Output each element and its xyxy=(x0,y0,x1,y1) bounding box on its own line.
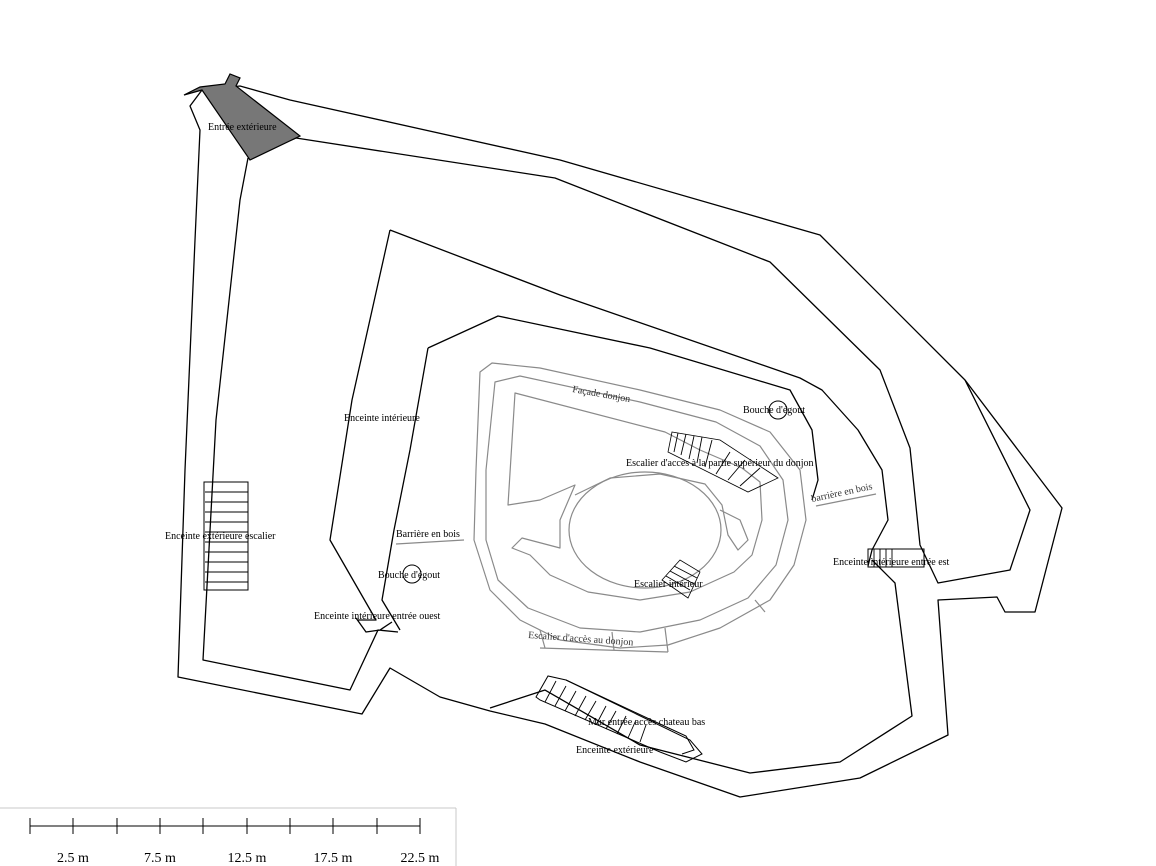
label-enceinte-exterieure: Enceinte extérieure xyxy=(576,745,654,756)
inner-enceinte-wall-west xyxy=(329,229,391,621)
inner-enceinte-inner-line xyxy=(427,315,819,501)
inner-enceinte-inner-line-west xyxy=(381,347,429,631)
outer-enceinte-inner-wall-south xyxy=(489,559,913,774)
keep-step-3 xyxy=(664,627,669,653)
outer-enceinte-outer-wall xyxy=(177,85,1063,798)
keep-facade-inner xyxy=(485,375,789,633)
keep-central-ellipse xyxy=(568,471,722,589)
label-enceinte-interieure-entree-est: Enceinte intérieure entrée est xyxy=(833,557,950,568)
label-escalier-interieur: Escalier intérieur xyxy=(634,579,703,590)
label-bouche-egout-est: Bouche d'égout xyxy=(743,405,805,416)
sewer-west-icon xyxy=(402,564,422,584)
scale-bar: 2.5 m 7.5 m 12.5 m 17.5 m 22.5 m xyxy=(0,807,457,866)
label-escalier-acces-superieur: Escalier d'accès à la partie supérieur d… xyxy=(626,458,814,469)
west-gate-opening xyxy=(355,617,393,633)
west-stair-steps xyxy=(205,491,248,583)
keep-central-room xyxy=(574,473,749,551)
label-facade-donjon: Façade donjon xyxy=(571,384,631,405)
keep-step-4 xyxy=(754,599,766,613)
label-barriere-bois-ouest: Barrière en bois xyxy=(396,529,460,540)
keep-step-1 xyxy=(539,629,546,649)
inner-enceinte-wall xyxy=(389,229,889,567)
label-enceinte-exterieure-escalier: Enceinte extérieure escalier xyxy=(165,531,276,542)
scale-tick-label: 2.5 m xyxy=(57,851,89,866)
label-enceinte-interieure: Enceinte intérieure xyxy=(344,413,420,424)
keep-stair-base xyxy=(539,647,669,653)
scale-tick-label: 17.5 m xyxy=(314,851,353,866)
barrier-wood-east xyxy=(815,493,877,507)
label-enceinte-interieure-entree-ouest: Enceinte intérieure entrée ouest xyxy=(314,611,441,622)
lower-entrance-stair xyxy=(535,675,703,763)
scale-tick-label: 22.5 m xyxy=(401,851,440,866)
sewer-east-icon xyxy=(768,400,788,420)
outer-enceinte-inner-wall xyxy=(247,137,1031,584)
outer-entrance-gate xyxy=(183,73,302,161)
upper-keep-stair xyxy=(667,431,779,493)
scale-tick-label: 12.5 m xyxy=(228,851,267,866)
west-stair-box xyxy=(203,481,249,591)
label-escalier-acces-donjon: Escalier d'accès au donjon xyxy=(528,630,634,648)
keep-step-2 xyxy=(611,631,615,651)
keep-facade xyxy=(473,362,807,649)
label-mur-entree-acces: Mur entrée accès chateau bas xyxy=(588,717,705,728)
keep-inner-court xyxy=(507,392,763,601)
label-bouche-egout-ouest: Bouche d'égout xyxy=(378,570,440,581)
inner-keep-stair xyxy=(661,559,701,599)
barrier-wood-west xyxy=(395,539,465,545)
label-entree-exterieure: Entrée extérieure xyxy=(208,122,277,133)
scale-tick-label: 7.5 m xyxy=(144,851,176,866)
east-gate-stair xyxy=(867,548,925,568)
